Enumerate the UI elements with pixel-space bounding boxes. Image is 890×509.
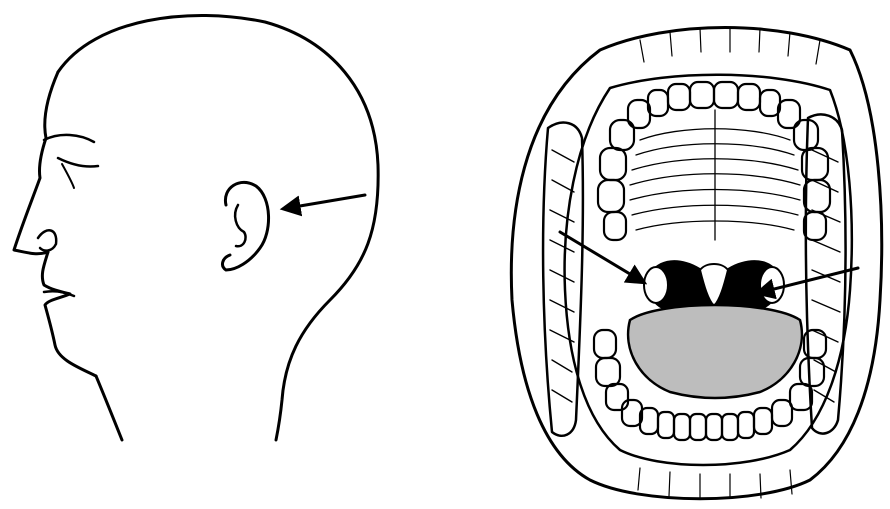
tongue — [628, 305, 802, 398]
right-tonsil — [760, 267, 784, 303]
left-tonsil-arrow — [560, 232, 640, 280]
left-tonsil — [644, 267, 668, 303]
head-profile-drawing — [14, 15, 378, 440]
open-mouth-drawing — [511, 27, 881, 499]
ear-arrow — [288, 195, 365, 208]
